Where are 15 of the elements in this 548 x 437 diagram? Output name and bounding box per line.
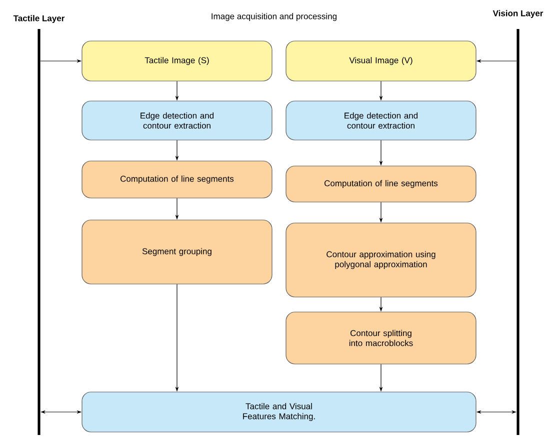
layer-bar: Vision Layer xyxy=(492,10,544,435)
process-box: Contour approximation using polygonal approximation xyxy=(286,222,476,298)
node-label: Tactile Layer xyxy=(13,15,65,23)
process-box: Tactile and Visual Features Matching. xyxy=(82,392,476,432)
process-box: Visual Image (V) xyxy=(286,40,476,82)
layer-bar: Tactile Layer xyxy=(13,15,65,435)
process-box: Contour splitting into macroblocks xyxy=(286,312,476,364)
process-box: Computation of line segments xyxy=(286,166,476,202)
process-box: Edge detection and contour extraction xyxy=(82,100,272,140)
process-box: Segment grouping xyxy=(82,220,272,284)
process-box: Computation of line segments xyxy=(82,160,272,198)
node-label: Vision Layer xyxy=(492,10,544,18)
process-box: Tactile Image (S) xyxy=(82,40,272,82)
title: Image acquisition and processing xyxy=(212,13,337,21)
process-box: Edge detection and contour extraction xyxy=(286,100,476,140)
